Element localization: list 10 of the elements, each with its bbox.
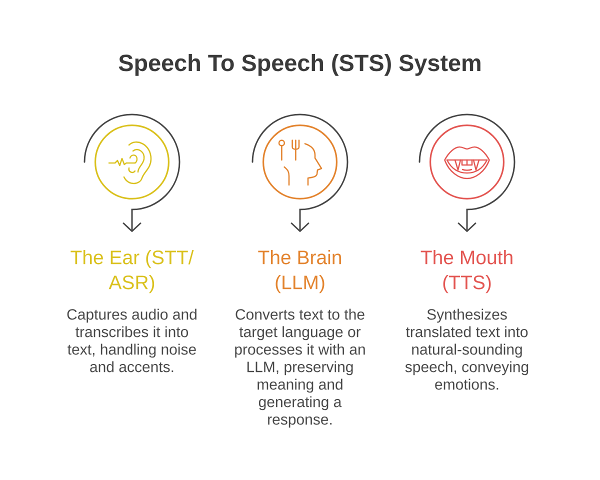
curved-arrow [418, 114, 516, 232]
description: Converts text to the target language or processes it with an LLM, preserving meaning and generating a response. [235, 308, 365, 428]
description: Synthesizes translated text into natural-sounding speech, conveying emotions. [405, 308, 528, 390]
title: Speech To Speech (STS) System [118, 54, 480, 76]
description: Captures audio and transcribes it into text, handling noise and accents. [67, 308, 196, 372]
heading: The Mouth (TTS) [420, 250, 512, 294]
curved-arrow [252, 114, 348, 232]
heading: The Brain (LLM) [258, 250, 341, 294]
curved-arrow [84, 114, 180, 232]
heading: The Ear (STT/ASR) [70, 250, 194, 294]
